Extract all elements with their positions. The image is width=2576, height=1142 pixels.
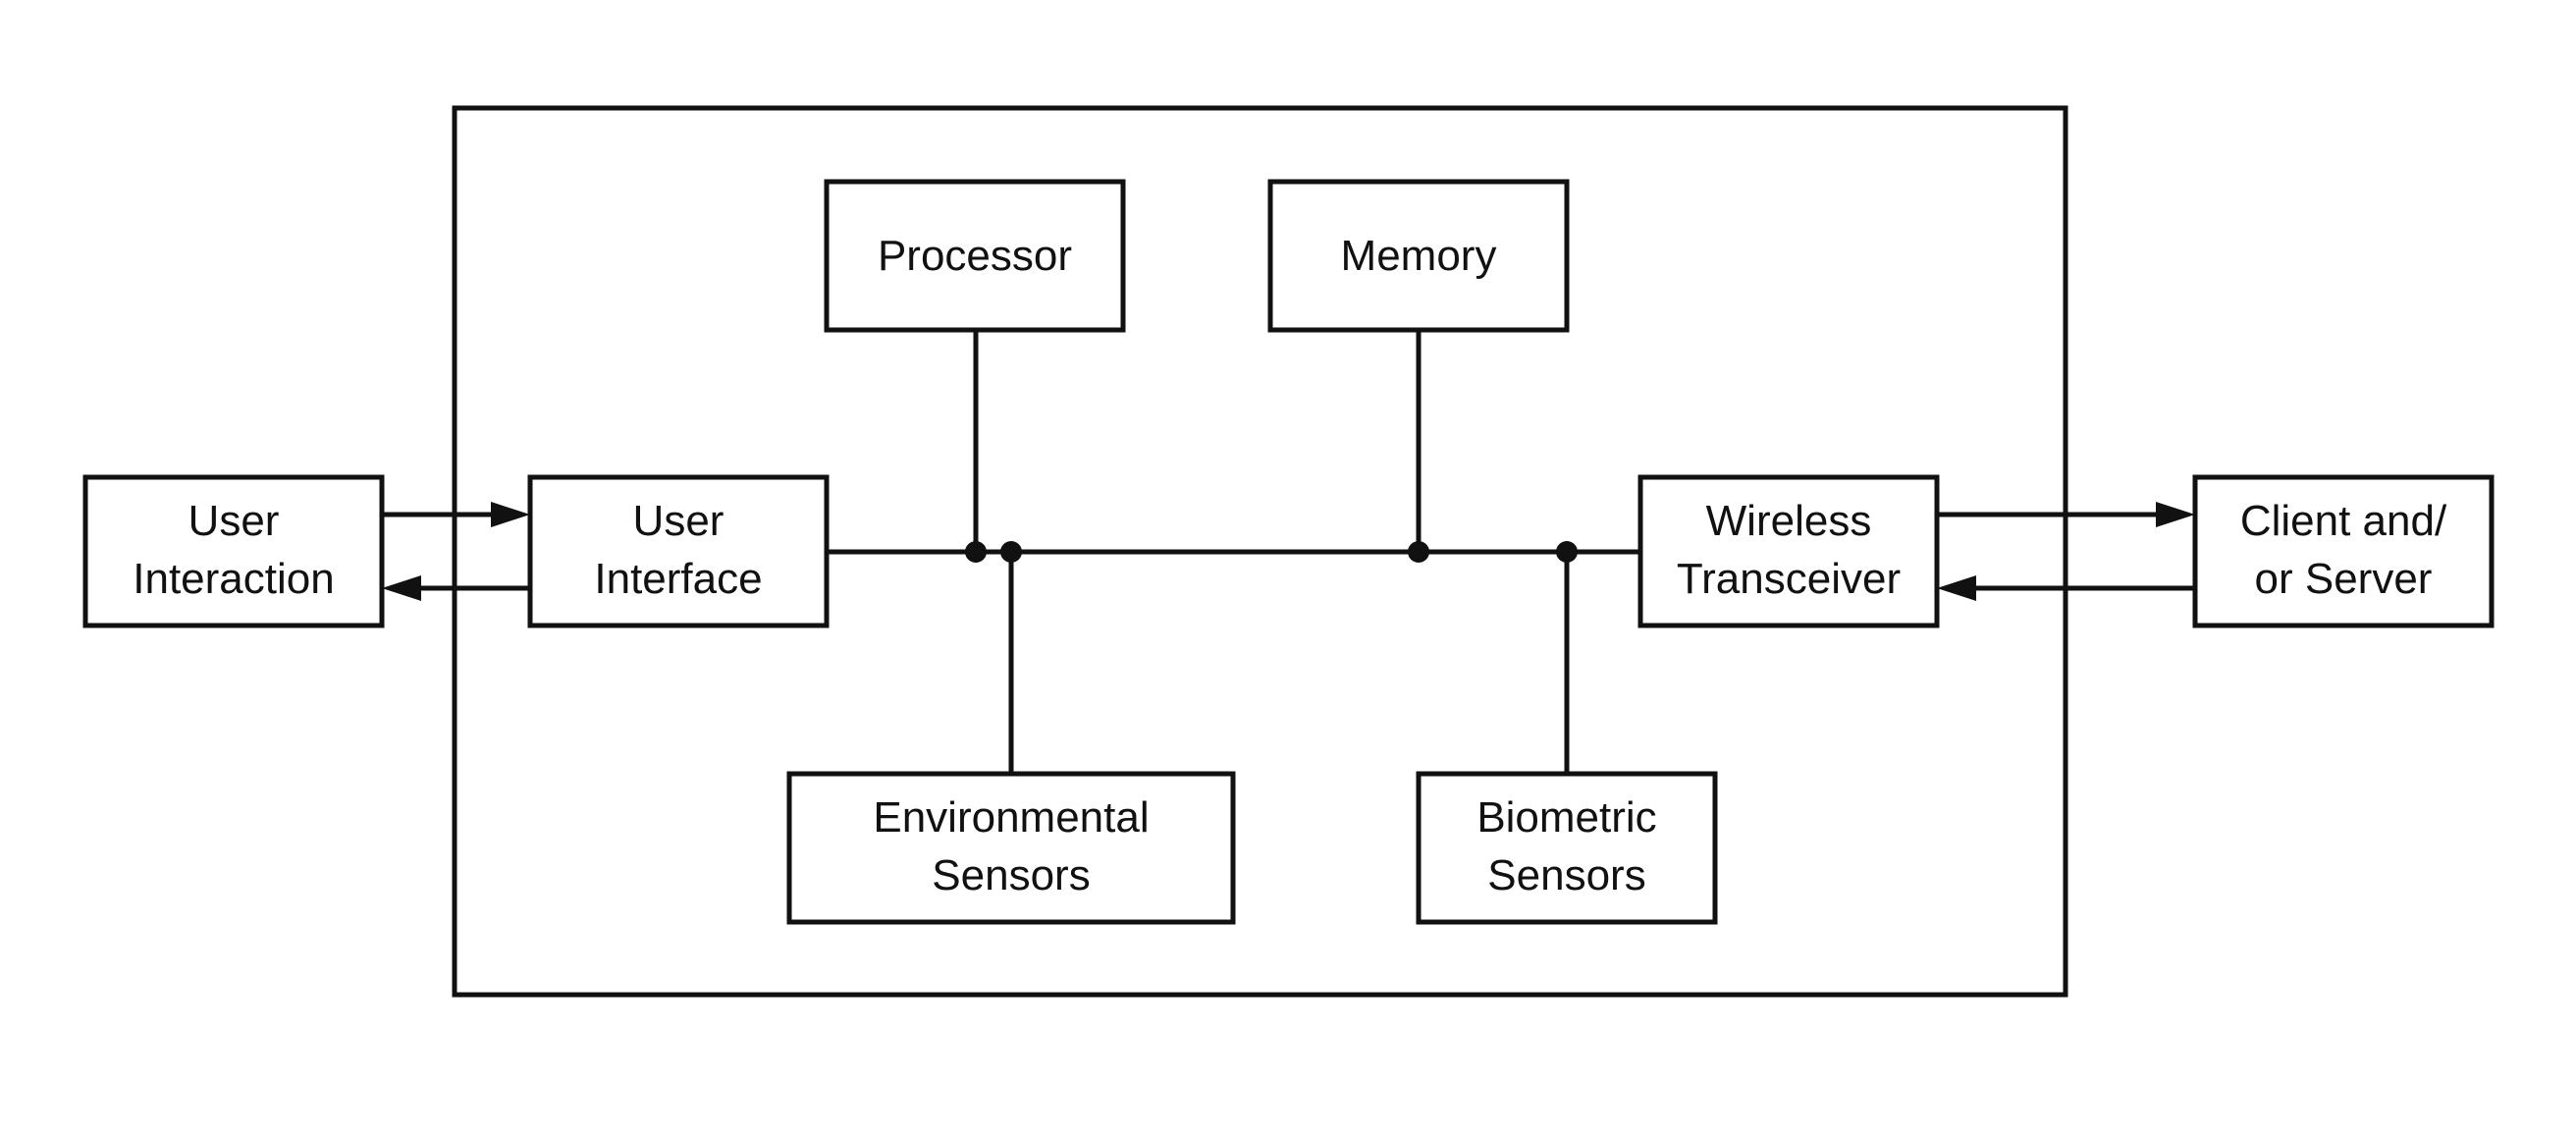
biometric-sensors-block: Biometric Sensors [1419,774,1715,922]
junction-dot [1556,541,1578,563]
user-interaction-block: User Interaction [85,477,382,625]
biometric-sensors-label-line2: Sensors [1487,851,1645,899]
user-interface-label-line1: User [633,497,724,545]
user-interface-label-line2: Interface [594,555,762,603]
biometric-sensors-label-line1: Biometric [1476,793,1656,842]
user-interaction-label-line1: User [188,497,280,545]
processor-block: Processor [827,182,1123,330]
environmental-sensors-label-line2: Sensors [932,851,1090,899]
junction-dot [965,541,987,563]
user-interface-block: User Interface [530,477,827,625]
arrowhead-right-icon [491,502,530,527]
memory-label: Memory [1341,232,1497,280]
wireless-transceiver-block: Wireless Transceiver [1640,477,1937,625]
arrowhead-right-icon [2156,502,2195,527]
client-server-block: Client and/ or Server [2195,477,2492,625]
junction-dot [1408,541,1429,563]
arrowhead-left-icon [382,575,421,601]
wireless-transceiver-label-line1: Wireless [1706,497,1872,545]
environmental-sensors-label-line1: Environmental [873,793,1149,842]
environmental-sensors-block: Environmental Sensors [789,774,1233,922]
client-server-label-line1: Client and/ [2240,497,2447,545]
user-interaction-label-line2: Interaction [133,555,334,603]
junction-dot [1000,541,1022,563]
processor-label: Processor [878,232,1072,280]
memory-block: Memory [1270,182,1567,330]
arrowhead-left-icon [1937,575,1976,601]
client-server-label-line2: or Server [2255,555,2433,603]
wireless-transceiver-label-line2: Transceiver [1677,555,1901,603]
